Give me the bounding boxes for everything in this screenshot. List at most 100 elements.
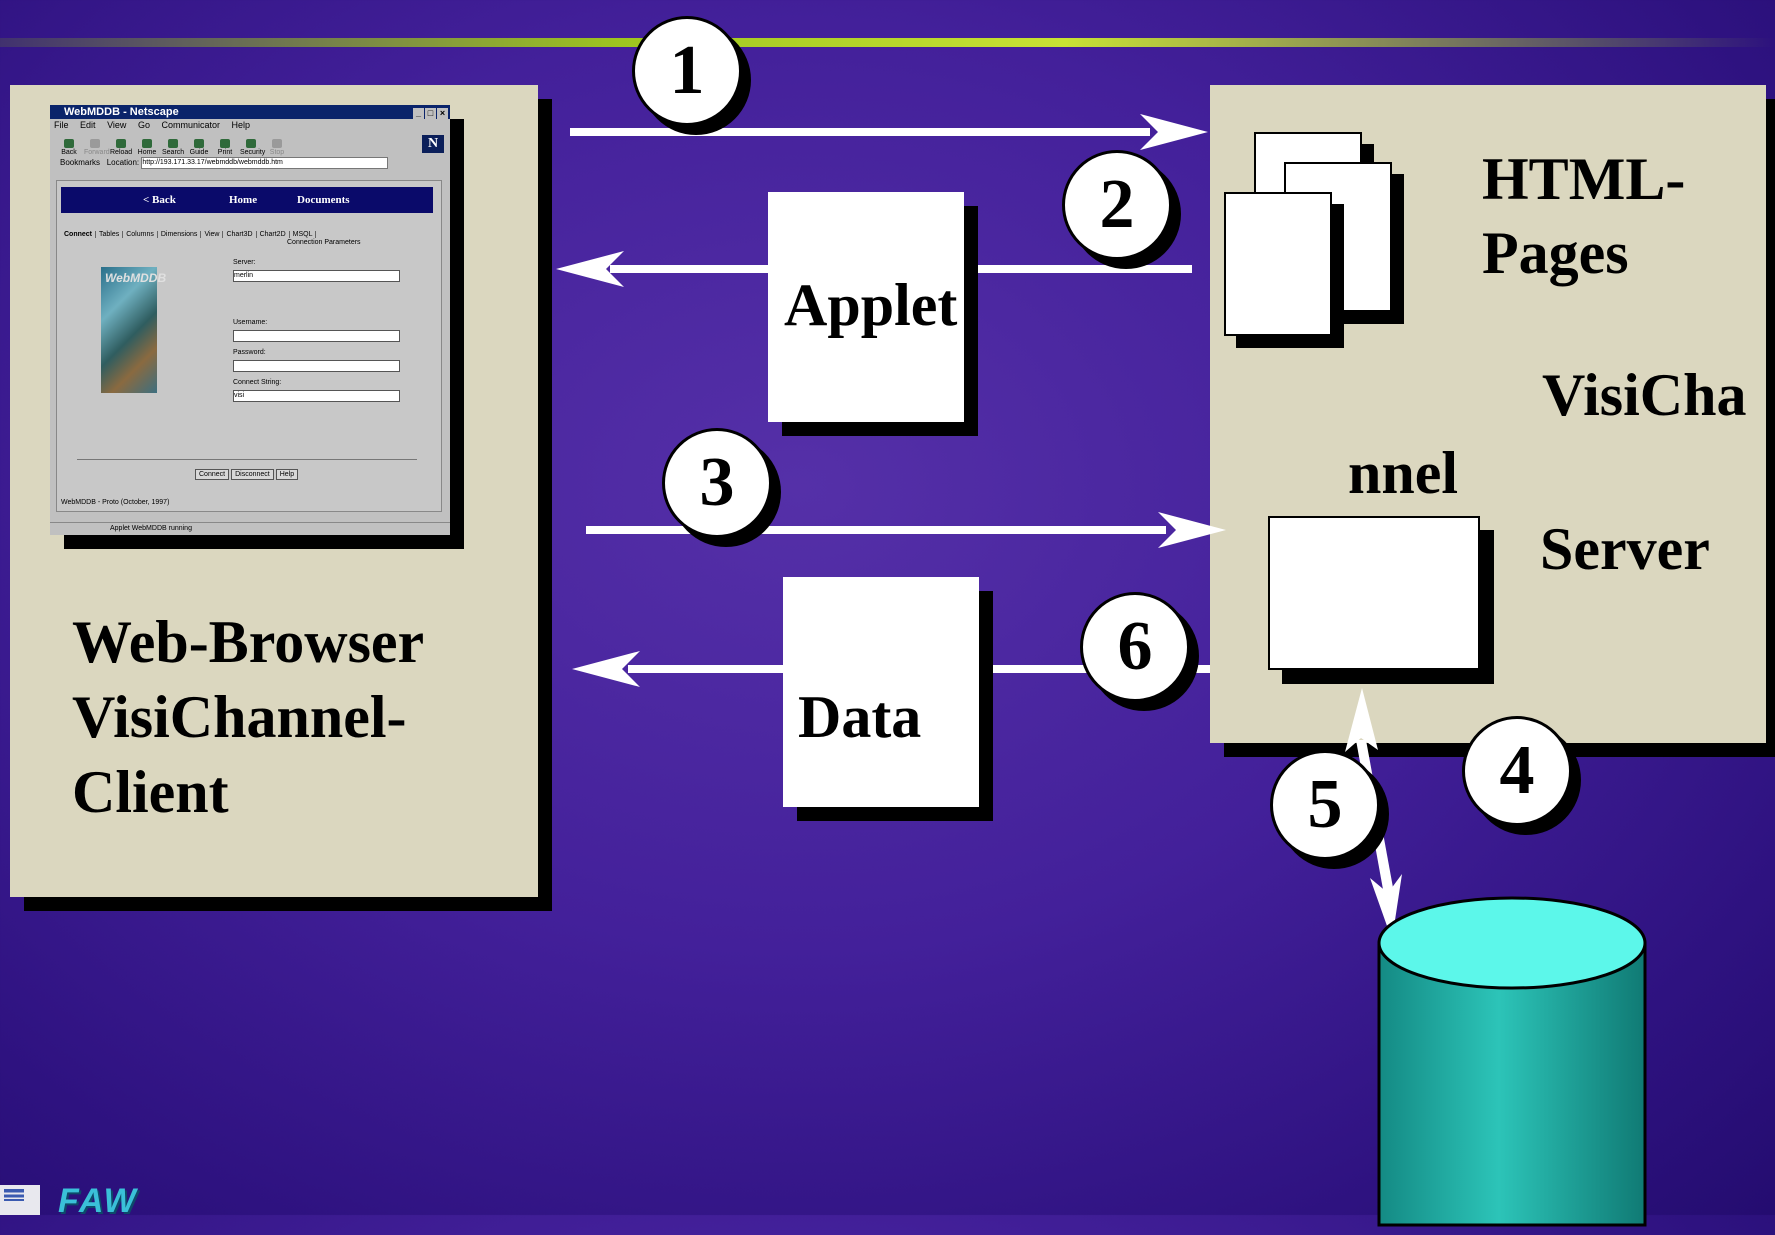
html-page-front [1224,192,1332,336]
menu-edit: Edit [80,120,96,130]
connect-string-label: Connect String: [233,379,282,386]
maximize-icon: □ [425,108,436,119]
menu-go: Go [137,120,150,130]
url-field: http://193.171.33.17/webmddb/webmddb.htm [141,156,389,169]
back-icon [64,139,74,148]
client-label-line3: Client [72,759,229,825]
browser-menu: File Edit View Go Communicator Help [50,119,450,132]
webmddb-image: WebMDDB [101,267,166,393]
toolbar-security: Security [240,139,265,156]
tab-connect: Connect [61,231,96,238]
arrow-2-head [556,251,624,287]
client-label-line1: Web-Browser [72,609,425,675]
faw-logo: FAW [58,1184,168,1218]
connect-button: Connect [195,469,230,480]
tab-columns: Columns [123,231,158,238]
toolbar-stop: Stop [266,139,288,156]
password-field-label: Password: [233,349,266,356]
minimize-icon: _ [413,108,424,119]
toolbar-forward: Forward [84,139,110,156]
faw-logo-text: FAW [58,1182,138,1220]
header-accent-line [0,38,1775,47]
tab-dimensions: Dimensions [157,231,202,238]
step-4-circle: 4 [1462,716,1572,826]
visichannel-label-part2: nnel [1348,440,1459,506]
search-icon [168,139,178,148]
home-icon [142,139,152,148]
server-label: Server [1540,516,1710,582]
company-logo-left [0,1185,40,1215]
html-pages-line1: HTML- [1482,146,1686,212]
toolbar-home: Home [136,139,158,156]
close-icon: × [437,108,448,119]
toolbar-reload: Reload [110,139,132,156]
step-5-circle: 5 [1270,750,1380,860]
arrow-3-head [1158,512,1226,548]
arrow-3-shaft [586,526,1166,534]
nav-documents: Documents [297,194,350,206]
server-field-label: Server: [233,259,256,266]
tab-view: View [201,231,224,238]
tab-chart2d: Chart2D [256,231,290,238]
arrow-1-head [1140,114,1208,150]
arrow-1-shaft [570,128,1150,136]
step-3-circle: 3 [662,428,772,538]
location-bar: Bookmarks Location: http://193.171.33.17… [50,156,450,169]
content-divider [77,459,417,460]
step-2-circle: 2 [1062,150,1172,260]
bookmarks-label: Bookmarks [60,158,101,167]
help-button: Help [275,469,299,480]
tab-tables: Tables [96,231,124,238]
status-text: Applet WebMDDB running [110,525,192,532]
tab-chart3d: Chart3D [223,231,257,238]
toolbar-back: Back [58,139,80,156]
database-top [1377,896,1647,990]
lock-icon [246,139,256,148]
server-component-box [1268,516,1480,670]
client-label: Web-Browser VisiChannel- Client [72,605,424,830]
webmddb-image-text: WebMDDB [105,271,167,285]
netscape-logo: N [422,135,444,153]
stop-icon [272,139,282,148]
applet-label: Applet [784,272,958,338]
connection-parameters-title: Connection Parameters [287,239,361,246]
company-logo-left-mark [4,1189,24,1201]
location-label: Location: [106,158,140,167]
toolbar-guide: Guide [188,139,210,156]
client-label-line2: VisiChannel- [72,684,407,750]
connect-string-field: visi [233,390,400,402]
menu-help: Help [231,120,251,130]
arrow-5-head-up [1345,688,1378,752]
print-icon [220,139,230,148]
browser-title-bar: WebMDDB - Netscape _□× [50,105,450,119]
username-field-label: Username: [233,319,268,326]
html-pages-line2: Pages [1482,220,1629,286]
forward-icon [90,139,100,148]
data-message-box [783,577,979,807]
step-1-circle: 1 [632,16,742,126]
nav-back: < Back [143,194,176,206]
browser-screenshot: WebMDDB - Netscape _□× File Edit View Go… [50,105,450,535]
browser-toolbar: Back Forward Reload Home Search Guide Pr… [50,132,450,156]
toolbar-search: Search [162,139,184,156]
applet-footer: WebMDDB - Proto (October, 1997) [61,499,170,506]
database-cylinder [1377,896,1647,1227]
browser-title: WebMDDB - Netscape [64,106,179,118]
server-field: merlin [233,270,400,282]
menu-communicator: Communicator [161,120,220,130]
menu-view: View [107,120,127,130]
menu-file: File [54,120,69,130]
browser-status-bar: Applet WebMDDB running [50,522,450,535]
applet-message-box [768,192,964,422]
visichannel-label-part1: VisiCha [1542,362,1747,428]
username-field [233,330,400,342]
arrow-6-head [572,651,640,687]
step-6-circle: 6 [1080,592,1190,702]
disconnect-button: Disconnect [231,469,274,480]
html-pages-label: HTML- Pages [1482,142,1685,290]
toolbar-print: Print [214,139,236,156]
data-label: Data [798,684,922,750]
